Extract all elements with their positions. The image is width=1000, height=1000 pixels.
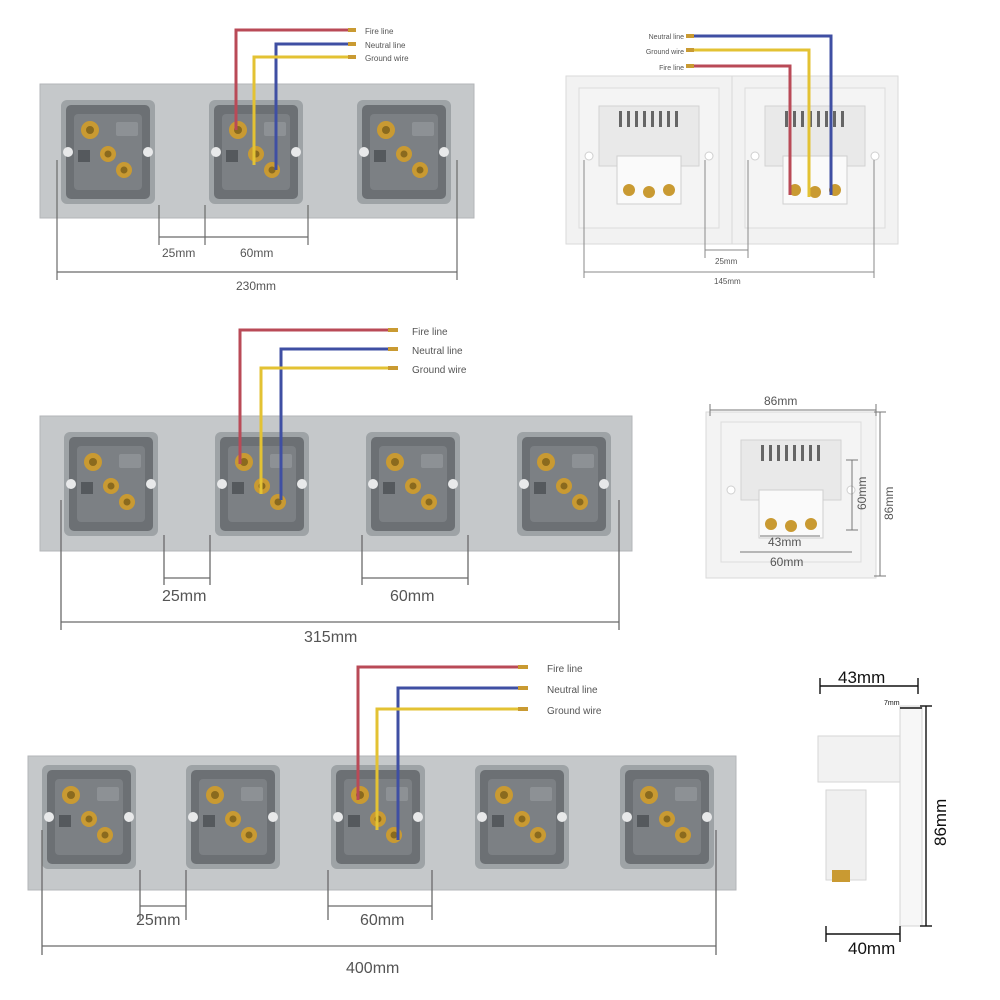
side-height-label: 86mm [931,799,950,846]
panel-single: 86mm 86mm 60mm 43mm 60mm [705,394,896,579]
panel-triple: Fire line Neutral line Ground wire 25mm … [39,27,475,293]
wire-neutral-quad [279,347,390,500]
single-inner-width-small-label: 43mm [768,535,801,549]
quad-spacing-label: 25mm [162,588,206,605]
side-plate-label: 7mm [884,700,900,707]
wire-fire-quint [356,665,520,800]
triple-total-label: 230mm [236,279,276,293]
panel-side-profile: 43mm 7mm 86mm 40mm [817,668,950,958]
panel-quad: Fire line Neutral line Ground wire 25mm … [39,327,633,646]
neutral-line-label: Neutral line [365,41,406,50]
neutral-line-label-double: Neutral line [649,34,685,41]
wire-neutral-double [690,34,833,195]
quad-module-label: 60mm [390,588,434,605]
ground-wire-label-quint: Ground wire [547,706,602,717]
wire-neutral-quint [396,686,520,840]
quad-total-label: 315mm [304,629,357,646]
ground-wire-label-quad: Ground wire [412,365,467,376]
wire-ground-quad [259,366,390,494]
panel-quint: Fire line Neutral line Ground wire 25mm … [27,664,737,977]
neutral-line-label-quint: Neutral line [547,685,598,696]
quint-total-label: 400mm [346,960,399,977]
wire-ground-double [690,48,811,197]
wire-fire-triple [234,28,350,130]
wire-fire-quad [238,328,390,464]
triple-module-label: 60mm [240,246,273,260]
wire-ground-triple [252,55,350,165]
single-width-label: 86mm [764,394,797,408]
wire-neutral-triple [274,42,350,170]
fire-line-label-quad: Fire line [412,327,448,338]
single-inner-height-label: 60mm [855,477,869,510]
quint-module-label: 60mm [360,912,404,929]
neutral-line-label-quad: Neutral line [412,346,463,357]
fire-line-label: Fire line [365,27,394,36]
wire-fire-double [690,64,792,195]
panel-double: Neutral line Ground wire Fire line 25mm … [565,34,899,286]
wire-ground-quint [375,707,520,830]
side-body-label: 40mm [848,939,895,958]
quint-spacing-label: 25mm [136,912,180,929]
triple-spacing-label: 25mm [162,246,195,260]
fire-line-label-quint: Fire line [547,664,583,675]
fire-line-label-double: Fire line [659,65,684,72]
double-spacing-label: 25mm [715,257,738,266]
single-height-label: 86mm [882,487,896,520]
side-plate [899,705,923,927]
double-total-label: 145mm [714,277,741,286]
single-inner-width-label: 60mm [770,555,803,569]
side-depth-label: 43mm [838,668,885,687]
ground-wire-label-double: Ground wire [646,49,684,56]
side-lower-body [825,789,867,881]
ground-wire-label: Ground wire [365,54,409,63]
side-body [817,735,901,783]
